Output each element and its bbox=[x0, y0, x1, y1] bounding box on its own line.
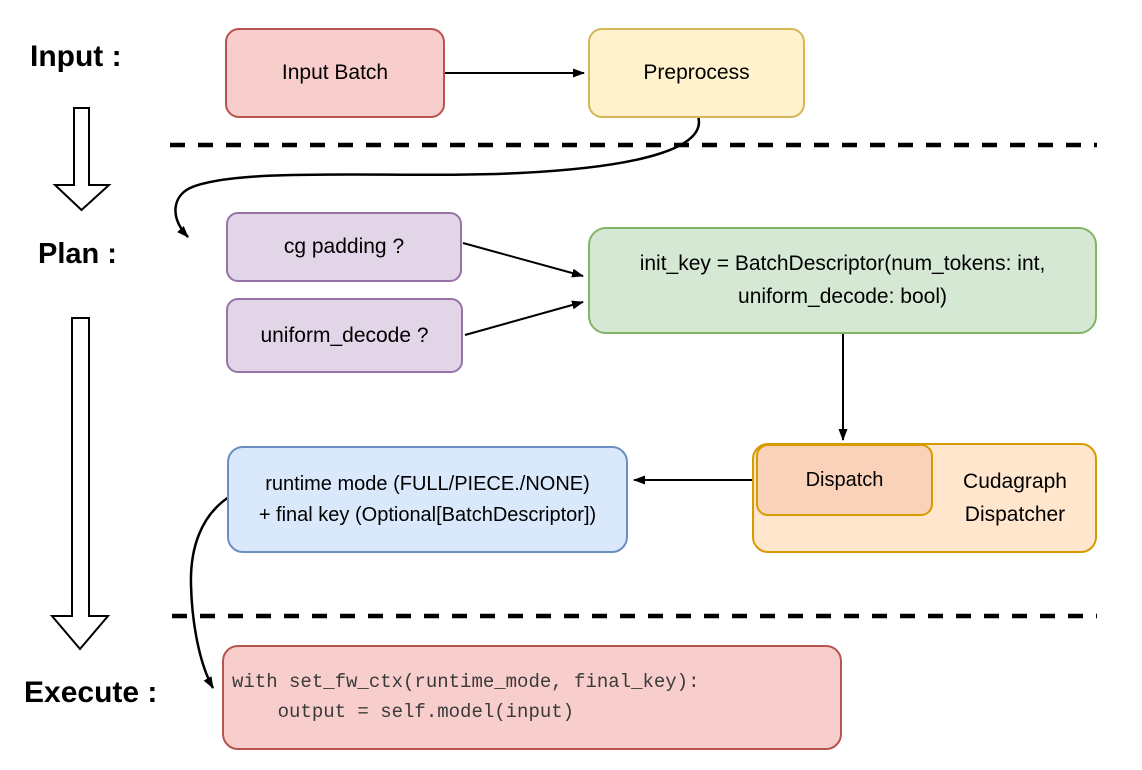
node-preprocess-label: Preprocess bbox=[643, 61, 750, 85]
node-dispatch: Dispatch bbox=[756, 444, 933, 516]
node-runtime-mode: runtime mode (FULL/PIECE./NONE) + final … bbox=[227, 446, 628, 553]
node-input-batch-label: Input Batch bbox=[281, 61, 389, 85]
node-uniform-decode-label: uniform_decode ? bbox=[260, 323, 429, 347]
node-cudagraph-dispatcher-label: Cudagraph Dispatcher bbox=[933, 447, 1097, 551]
arrow-runtimemode-to-executecode bbox=[189, 495, 230, 689]
node-cg-padding: cg padding ? bbox=[226, 212, 462, 282]
execute-code-line2: output = self.model(input) bbox=[232, 700, 575, 723]
plan-phase-label: Plan : bbox=[38, 238, 117, 270]
execute-code-line1: with set_fw_ctx(runtime_mode, final_key)… bbox=[232, 671, 700, 694]
arrow-preprocess-to-cgpadding bbox=[174, 115, 701, 238]
node-runtime-mode-line2: + final key (Optional[BatchDescriptor]) bbox=[258, 503, 597, 526]
node-runtime-mode-line1: runtime mode (FULL/PIECE./NONE) bbox=[265, 472, 590, 495]
plan-to-execute-arrow bbox=[49, 317, 111, 651]
node-init-key: init_key = BatchDescriptor(num_tokens: i… bbox=[588, 227, 1097, 334]
node-dispatch-label: Dispatch bbox=[805, 469, 884, 491]
node-execute-code: with set_fw_ctx(runtime_mode, final_key)… bbox=[222, 645, 842, 750]
input-phase-label: Input : bbox=[30, 40, 122, 73]
execute-phase-label: Execute : bbox=[24, 676, 158, 709]
node-input-batch: Input Batch bbox=[225, 28, 445, 118]
cudagraph-label-line1: Cudagraph bbox=[963, 470, 1067, 494]
node-uniform-decode: uniform_decode ? bbox=[226, 298, 463, 373]
cudagraph-label-line2: Dispatcher bbox=[964, 503, 1066, 526]
input-to-plan-arrow bbox=[52, 107, 112, 212]
node-init-key-line1: init_key = BatchDescriptor(num_tokens: i… bbox=[639, 251, 1046, 275]
arrow-uniformdecode-to-initkey bbox=[464, 300, 584, 336]
node-cg-padding-label: cg padding ? bbox=[283, 235, 405, 259]
arrow-cgpadding-to-initkey bbox=[462, 242, 584, 278]
node-init-key-line2: uniform_decode: bool) bbox=[738, 284, 947, 308]
node-preprocess: Preprocess bbox=[588, 28, 805, 118]
